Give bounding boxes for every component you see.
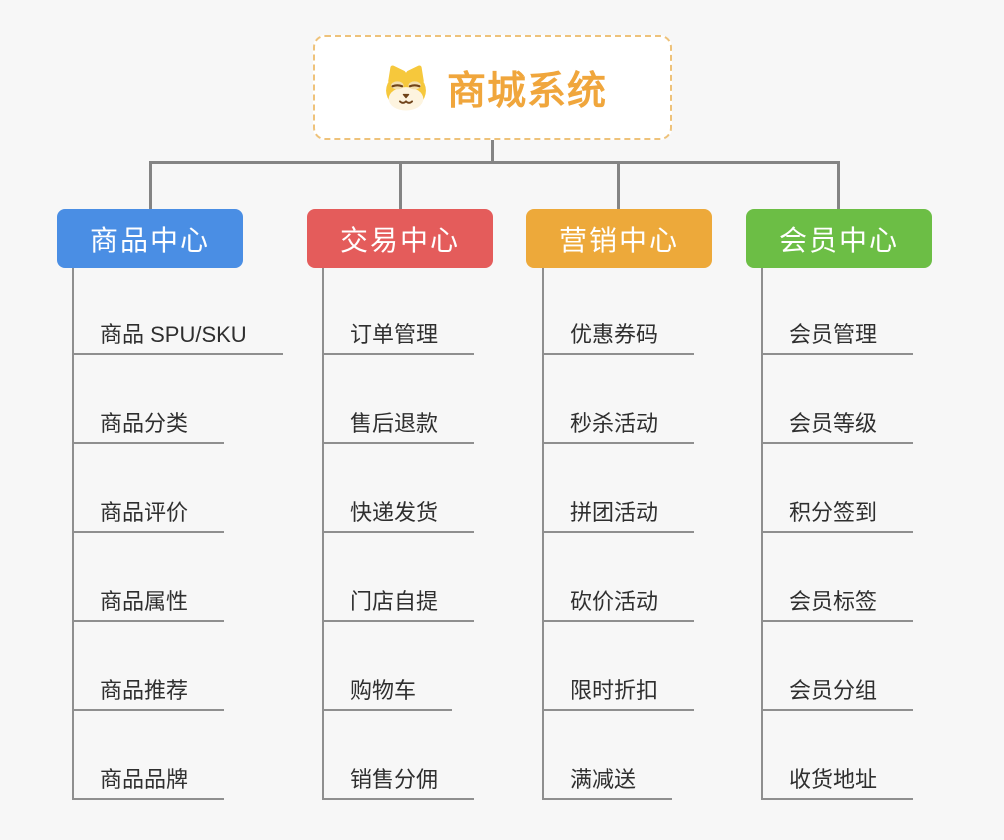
branch-label: 营销中心 [558,224,679,256]
root-title: 商城系统 [446,69,607,113]
leaf-label: 商品品牌 [74,766,225,800]
leaf-label: 商品属性 [74,588,225,622]
leaf-node[interactable]: 秒杀活动 [544,355,794,444]
leaf-label: 销售分佣 [324,766,475,800]
leaf-node[interactable]: 商品品牌 [74,711,324,800]
leaf-node[interactable]: 门店自提 [324,533,574,622]
doge-icon [378,62,434,114]
root-node[interactable]: 商城系统 [313,35,672,140]
leaf-label: 积分签到 [763,499,914,533]
leaf-label: 门店自提 [324,588,475,622]
leaf-node[interactable]: 商品推荐 [74,622,324,711]
leaf-label: 售后退款 [324,410,475,444]
leaf-node[interactable]: 会员分组 [763,622,1004,711]
leaf-label: 会员等级 [763,410,914,444]
connector-drop-product [149,162,152,210]
leaf-label: 购物车 [324,677,453,711]
leaf-label: 秒杀活动 [544,410,695,444]
leaf-label: 快递发货 [324,499,475,533]
connector-drop-trade [399,162,402,210]
leaf-node[interactable]: 销售分佣 [324,711,574,800]
leaf-label: 砍价活动 [544,588,695,622]
leaf-label: 会员标签 [763,588,914,622]
leaf-node[interactable]: 满减送 [544,711,794,800]
leaf-node[interactable]: 会员管理 [763,266,1004,355]
leaf-node[interactable]: 砍价活动 [544,533,794,622]
leaf-label: 收货地址 [763,766,914,800]
leaf-label: 订单管理 [324,321,475,355]
children-column-marketing: 优惠券码 秒杀活动 拼团活动 砍价活动 限时折扣 满减送 [542,266,794,800]
leaf-node[interactable]: 商品 SPU/SKU [74,266,324,355]
children-column-member: 会员管理 会员等级 积分签到 会员标签 会员分组 收货地址 [761,266,1004,800]
branch-node-member-center[interactable]: 会员中心 [746,209,932,268]
leaf-label: 商品评价 [74,499,225,533]
leaf-node[interactable]: 商品分类 [74,355,324,444]
leaf-label: 限时折扣 [544,677,695,711]
leaf-node[interactable]: 会员标签 [763,533,1004,622]
leaf-label: 拼团活动 [544,499,695,533]
branch-label: 会员中心 [778,224,899,256]
leaf-node[interactable]: 收货地址 [763,711,1004,800]
leaf-node[interactable]: 购物车 [324,622,574,711]
branch-node-trade-center[interactable]: 交易中心 [307,209,493,268]
children-column-trade: 订单管理 售后退款 快递发货 门店自提 购物车 销售分佣 [322,266,574,800]
leaf-label: 会员管理 [763,321,914,355]
branch-label: 商品中心 [89,224,210,256]
branch-node-marketing-center[interactable]: 营销中心 [526,209,712,268]
connector-drop-marketing [617,162,620,210]
connector-drop-member [837,162,840,210]
leaf-node[interactable]: 快递发货 [324,444,574,533]
leaf-label: 优惠券码 [544,321,695,355]
leaf-label: 商品 SPU/SKU [74,321,283,355]
leaf-label: 商品分类 [74,410,225,444]
leaf-label: 商品推荐 [74,677,225,711]
leaf-node[interactable]: 商品评价 [74,444,324,533]
connector-bus [149,161,840,164]
branch-label: 交易中心 [339,224,460,256]
leaf-node[interactable]: 限时折扣 [544,622,794,711]
connector-root-stem [491,139,494,163]
leaf-node[interactable]: 会员等级 [763,355,1004,444]
leaf-node[interactable]: 订单管理 [324,266,574,355]
leaf-label: 满减送 [544,766,673,800]
leaf-node[interactable]: 售后退款 [324,355,574,444]
children-column-product: 商品 SPU/SKU 商品分类 商品评价 商品属性 商品推荐 商品品牌 [72,266,324,800]
leaf-node[interactable]: 积分签到 [763,444,1004,533]
leaf-node[interactable]: 拼团活动 [544,444,794,533]
leaf-node[interactable]: 商品属性 [74,533,324,622]
leaf-node[interactable]: 优惠券码 [544,266,794,355]
leaf-label: 会员分组 [763,677,914,711]
branch-node-product-center[interactable]: 商品中心 [57,209,243,268]
